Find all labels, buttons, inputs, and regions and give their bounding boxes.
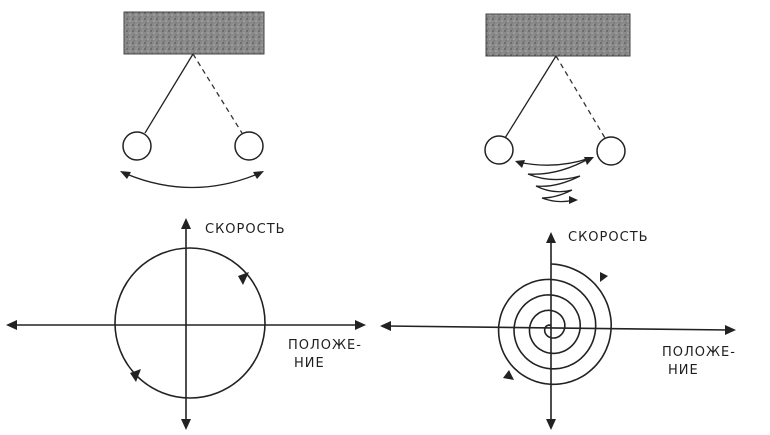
- right-swing-arrowhead-bottom: [569, 196, 578, 204]
- right-velocity-axis-arrow-down: [546, 419, 556, 430]
- left-velocity-axis-arrow-down: [181, 419, 191, 430]
- right-position-axis: [385, 325, 731, 331]
- right-swing-arrowhead-left: [515, 160, 525, 168]
- left-pendulum: [120, 11, 265, 189]
- right-position-label-line2: НИЕ: [668, 363, 699, 378]
- left-velocity-label: СКОРОСТЬ: [205, 222, 286, 237]
- left-swing-arc: [123, 172, 261, 189]
- left-phase-orbit: [114, 247, 266, 399]
- left-swing-arrowhead-left: [120, 171, 131, 179]
- left-position-axis-arrow-right: [355, 320, 366, 330]
- left-position-label-line1: ПОЛОЖЕ-: [288, 338, 362, 353]
- right-phase-plot: СКОРОСТЬ ПОЛОЖЕ- НИЕ: [380, 230, 736, 430]
- right-pendulum-rod: [504, 55, 557, 139]
- right-pendulum-bob: [484, 135, 514, 165]
- left-ceiling-mount: [123, 11, 265, 55]
- right-spiral-arrowhead-top: [600, 272, 608, 282]
- left-position-label-line2: НИЕ: [294, 356, 325, 371]
- right-position-axis-arrow-right: [725, 325, 736, 335]
- left-position-axis-arrow-left: [6, 320, 17, 330]
- right-phase-spiral: [497, 263, 613, 386]
- left-pendulum-bob: [122, 131, 152, 161]
- left-phase-plot: СКОРОСТЬ ПОЛОЖЕ- НИЕ: [6, 218, 366, 430]
- right-position-axis-arrow-left: [380, 321, 391, 331]
- left-swing-arrowhead-right: [253, 171, 264, 179]
- right-decaying-swing-path: [517, 157, 591, 203]
- left-velocity-axis-arrow-up: [181, 218, 191, 229]
- right-velocity-label: СКОРОСТЬ: [568, 230, 649, 245]
- right-swing-arrowhead-right: [584, 157, 594, 165]
- left-pendulum-bob-ghost: [234, 131, 264, 161]
- left-pendulum-rod-dashed: [192, 53, 243, 134]
- right-spiral-arrowhead-left: [503, 370, 514, 380]
- right-position-label-line1: ПОЛОЖЕ-: [662, 345, 736, 360]
- right-pendulum-bob-ghost: [596, 136, 626, 166]
- right-velocity-axis-arrow-up: [546, 232, 556, 243]
- right-pendulum-rod-dashed: [555, 55, 606, 139]
- right-ceiling-mount: [485, 13, 631, 57]
- left-pendulum-rod: [144, 53, 194, 134]
- left-orbit-arrowhead-right: [238, 272, 249, 285]
- right-pendulum: [484, 13, 631, 204]
- left-orbit-arrowhead-left: [130, 369, 141, 382]
